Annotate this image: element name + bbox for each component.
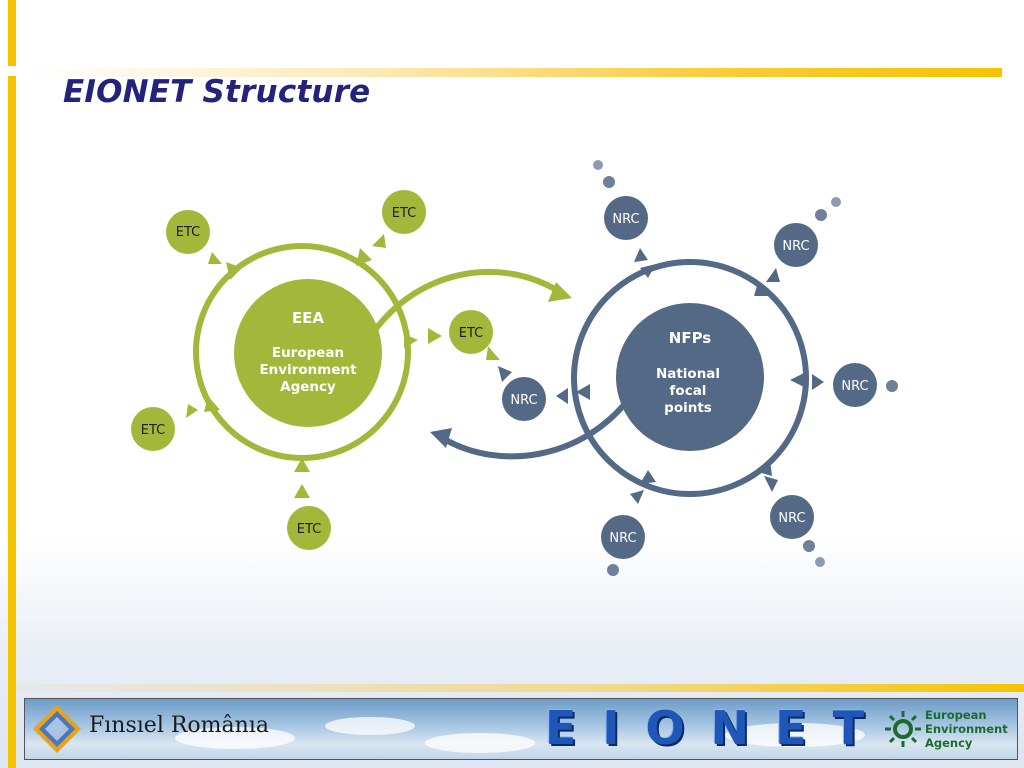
nrc-node: NRC xyxy=(774,223,818,267)
left-accent-bar-bottom xyxy=(8,76,16,768)
etc-node: ETC xyxy=(131,407,175,451)
arrow-to-nrc xyxy=(634,248,648,262)
arrow-to-etc xyxy=(486,346,500,360)
continuation-dot xyxy=(886,380,898,392)
nrc-node: NRC xyxy=(601,515,645,559)
cloud xyxy=(325,717,415,735)
eea-hub-line: Environment xyxy=(259,362,357,378)
nfp-hub-line: focal xyxy=(670,383,707,399)
arrow-to-nrc xyxy=(556,388,568,404)
continuation-dot xyxy=(803,540,815,552)
svg-text:ETC: ETC xyxy=(297,522,321,537)
nfp-ring-arrow xyxy=(790,372,806,388)
nfp-hub-title: NFPs xyxy=(669,329,712,347)
etc-node: ETC xyxy=(382,190,426,234)
arrow-to-etc xyxy=(372,234,386,248)
eea-ring-arrow xyxy=(356,248,372,266)
svg-text:NRC: NRC xyxy=(609,531,636,546)
continuation-dot xyxy=(815,209,827,221)
svg-text:NRC: NRC xyxy=(510,393,537,408)
footer-top-rule xyxy=(16,684,1024,692)
eea-ring-arrow xyxy=(204,396,220,412)
eea-hub xyxy=(234,279,382,427)
nfp-ring-arrow xyxy=(576,384,590,400)
continuation-dot xyxy=(593,160,603,170)
continuation-dot xyxy=(607,564,619,576)
nfp-ring-arrow xyxy=(640,264,656,278)
continuation-dot xyxy=(603,176,615,188)
eea-footer-name: European Environment Agency xyxy=(925,708,1008,750)
nfp-hub-line: points xyxy=(664,400,712,416)
etc-node: ETC xyxy=(449,310,493,354)
svg-text:ETC: ETC xyxy=(141,423,165,438)
eea-footer-line: European xyxy=(925,708,987,722)
eionet-logotype: EIONET xyxy=(545,701,890,755)
nrc-node: NRC xyxy=(502,377,546,421)
eea-logo-icon xyxy=(885,711,921,747)
eea-to-nfp-arrow xyxy=(372,268,562,332)
etc-node: ETC xyxy=(287,506,331,550)
eea-ring-arrow xyxy=(226,262,242,280)
nrc-node: NRC xyxy=(770,495,814,539)
eea-to-nfp-arrowhead xyxy=(548,282,572,302)
svg-text:NRC: NRC xyxy=(841,379,868,394)
cloud xyxy=(425,733,535,753)
svg-text:NRC: NRC xyxy=(612,212,639,227)
eea-hub-line: Agency xyxy=(280,379,336,395)
nrc-node: NRC xyxy=(604,196,648,240)
finsiel-logo-icon xyxy=(33,705,81,753)
left-accent-bar-top xyxy=(8,0,16,66)
nfp-ring-arrow xyxy=(640,470,656,484)
arrow-to-etc xyxy=(186,404,198,418)
arrow-to-nrc xyxy=(812,374,824,390)
arrow-to-etc xyxy=(208,252,222,264)
eea-hub-line: European xyxy=(272,345,344,361)
svg-text:NRC: NRC xyxy=(782,239,809,254)
nfp-hub-line: National xyxy=(656,366,720,382)
arrow-to-nrc xyxy=(764,476,778,492)
finsiel-company-name: Fınsıel Românıa xyxy=(89,713,269,738)
eea-footer-line: Agency xyxy=(925,736,973,750)
eea-ring-arrow xyxy=(294,458,310,472)
nrc-node: NRC xyxy=(833,363,877,407)
eea-ring-arrow xyxy=(404,334,418,348)
nfp-ring-arrow xyxy=(754,282,770,296)
continuation-dot xyxy=(815,557,825,567)
eea-footer-line: Environment xyxy=(925,722,1008,736)
nfp-to-eea-arrowhead xyxy=(430,428,452,448)
arrow-to-nrc xyxy=(766,268,780,282)
arrow-to-nrc xyxy=(498,366,512,382)
nfp-ring-arrow xyxy=(758,460,772,476)
arrow-to-etc xyxy=(428,328,442,344)
nfp-to-eea-arrow xyxy=(444,398,631,460)
continuation-dot xyxy=(831,197,841,207)
eea-hub-title: EEA xyxy=(292,309,324,327)
svg-text:ETC: ETC xyxy=(176,225,200,240)
cloud xyxy=(175,727,295,749)
svg-text:NRC: NRC xyxy=(778,511,805,526)
svg-text:ETC: ETC xyxy=(392,206,416,221)
footer-banner: Fınsıel Românıa EIONET European Environm… xyxy=(24,698,1018,760)
cloud xyxy=(725,723,865,747)
svg-text:ETC: ETC xyxy=(459,326,483,341)
nfp-hub xyxy=(616,303,764,451)
arrow-to-nrc xyxy=(630,490,644,504)
arrow-to-etc xyxy=(294,484,310,498)
etc-node: ETC xyxy=(166,210,210,254)
title-rule xyxy=(30,68,1002,77)
slide-title: EIONET Structure xyxy=(63,74,371,110)
